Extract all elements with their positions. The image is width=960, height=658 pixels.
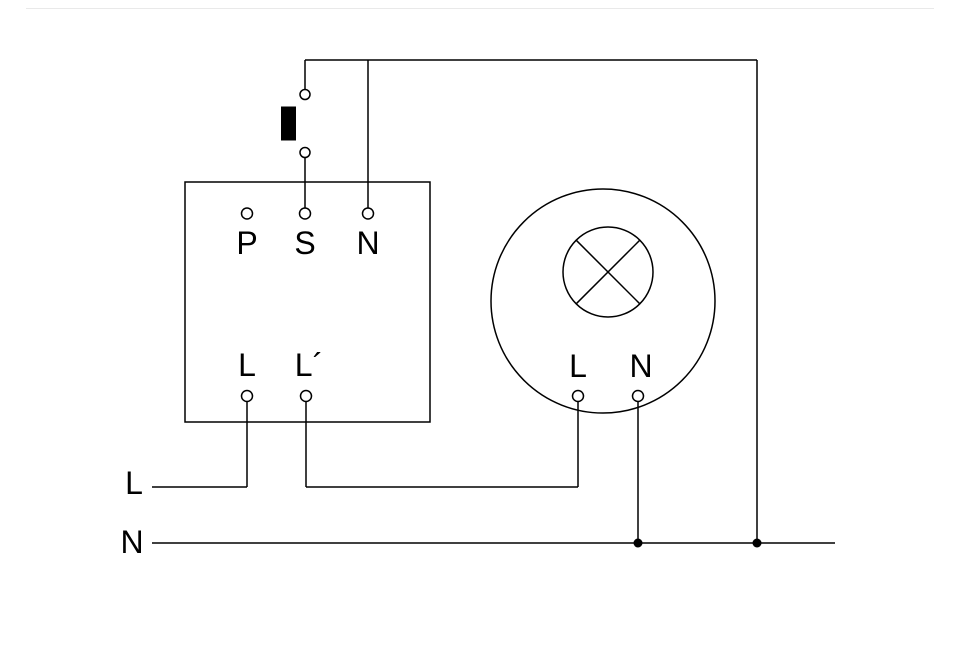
terminal-n bbox=[361, 207, 375, 220]
terminal-l bbox=[240, 389, 254, 403]
terminal-l-label: L bbox=[238, 347, 256, 383]
lamp-terminal-l-label: L bbox=[569, 348, 587, 384]
supply-l-label: L bbox=[125, 465, 143, 501]
lamp-terminal-n-label: N bbox=[629, 348, 652, 384]
lamp-body-outline bbox=[490, 188, 716, 414]
top-divider bbox=[26, 8, 934, 9]
supply-n-label: N bbox=[120, 524, 143, 560]
supply-wiring: L N bbox=[120, 401, 835, 560]
terminal-p bbox=[240, 207, 254, 220]
terminal-n-label: N bbox=[356, 225, 379, 261]
lamp-terminal-n bbox=[631, 389, 645, 403]
junction-dot-right-n bbox=[752, 538, 762, 548]
terminal-p-label: P bbox=[236, 225, 257, 261]
lamp-bulb-icon bbox=[562, 226, 654, 318]
lamp-cross-line-2 bbox=[575, 239, 641, 305]
switch-upper-contact bbox=[299, 88, 311, 101]
junction-dot-lamp-n bbox=[633, 538, 643, 548]
push-button-switch bbox=[281, 60, 311, 208]
terminal-s-label: S bbox=[294, 225, 315, 261]
push-button-actuator-icon bbox=[281, 106, 296, 141]
terminal-l-prime-label: L´ bbox=[295, 347, 323, 383]
terminal-s bbox=[298, 207, 312, 220]
sensor-box-outline bbox=[184, 181, 431, 423]
lamp: L N bbox=[490, 188, 716, 414]
terminal-l-prime bbox=[299, 389, 313, 403]
lamp-terminal-l bbox=[571, 389, 585, 403]
sensor-box: P S N L L´ bbox=[184, 181, 431, 423]
switch-lower-contact bbox=[299, 146, 311, 159]
top-feed-wiring bbox=[305, 59, 758, 543]
